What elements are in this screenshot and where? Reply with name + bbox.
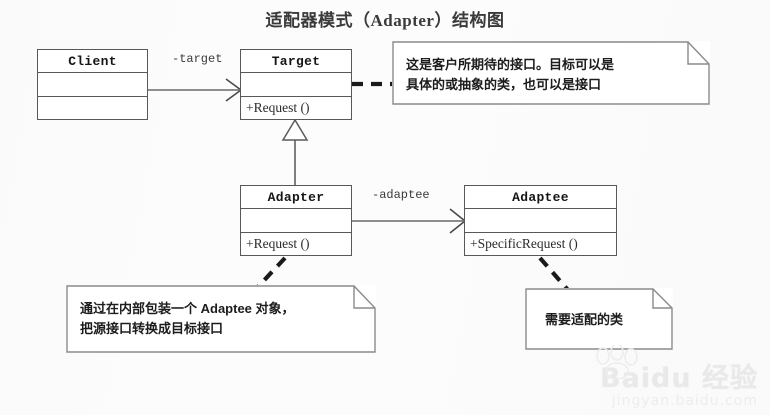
class-attributes-adapter: [241, 209, 351, 233]
note-text-target: 这是客户所期待的接口。目标可以是 具体的或抽象的类，也可以是接口: [406, 57, 615, 92]
note-adaptee[interactable]: 需要适配的类: [525, 288, 673, 350]
page-title: 适配器模式（Adapter）结构图: [265, 11, 505, 30]
note-shape-target: [392, 41, 710, 105]
class-name-target: Target: [241, 50, 351, 73]
note-text-adaptee: 需要适配的类: [545, 312, 624, 327]
connector-client-target: [148, 78, 243, 102]
paw-icon: [596, 345, 638, 379]
watermark-url: jingyan.baidu.com: [611, 393, 758, 409]
note-shape-adapter: [66, 285, 376, 353]
uml-class-target[interactable]: Target +Request (): [240, 49, 352, 120]
note-adapter[interactable]: 通过在内部包装一个 Adaptee 对象， 把源接口转换成目标接口: [66, 285, 376, 353]
class-attributes-target: [241, 73, 351, 97]
note-shape-adaptee: [525, 288, 673, 350]
class-name-adaptee: Adaptee: [465, 186, 616, 209]
connector-note-adaptee: [538, 256, 570, 292]
class-name-client: Client: [38, 50, 147, 73]
edge-label-adaptee: -adaptee: [372, 188, 430, 202]
class-name-adapter: Adapter: [241, 186, 351, 209]
connector-adapter-adaptee: [352, 208, 467, 234]
watermark: Baidu 经验 jingyan.baidu.com: [596, 345, 758, 409]
uml-class-adapter[interactable]: Adapter +Request (): [240, 185, 352, 256]
class-operations-adaptee: +SpecificRequest (): [470, 236, 578, 251]
connector-adapter-target: [281, 118, 309, 185]
note-target[interactable]: 这是客户所期待的接口。目标可以是 具体的或抽象的类，也可以是接口: [392, 41, 710, 105]
class-operations-adapter: +Request (): [246, 236, 310, 251]
watermark-title: Baidu 经验: [599, 363, 758, 394]
class-attributes-adaptee: [465, 209, 616, 233]
class-operations-client: [38, 97, 147, 119]
class-attributes-client: [38, 73, 147, 97]
uml-class-client[interactable]: Client: [37, 49, 148, 120]
uml-class-adaptee[interactable]: Adaptee +SpecificRequest (): [464, 185, 617, 256]
edge-label-target: -target: [172, 52, 223, 66]
class-operations-target: +Request (): [246, 100, 310, 115]
note-text-adapter: 通过在内部包装一个 Adaptee 对象， 把源接口转换成目标接口: [80, 301, 295, 336]
